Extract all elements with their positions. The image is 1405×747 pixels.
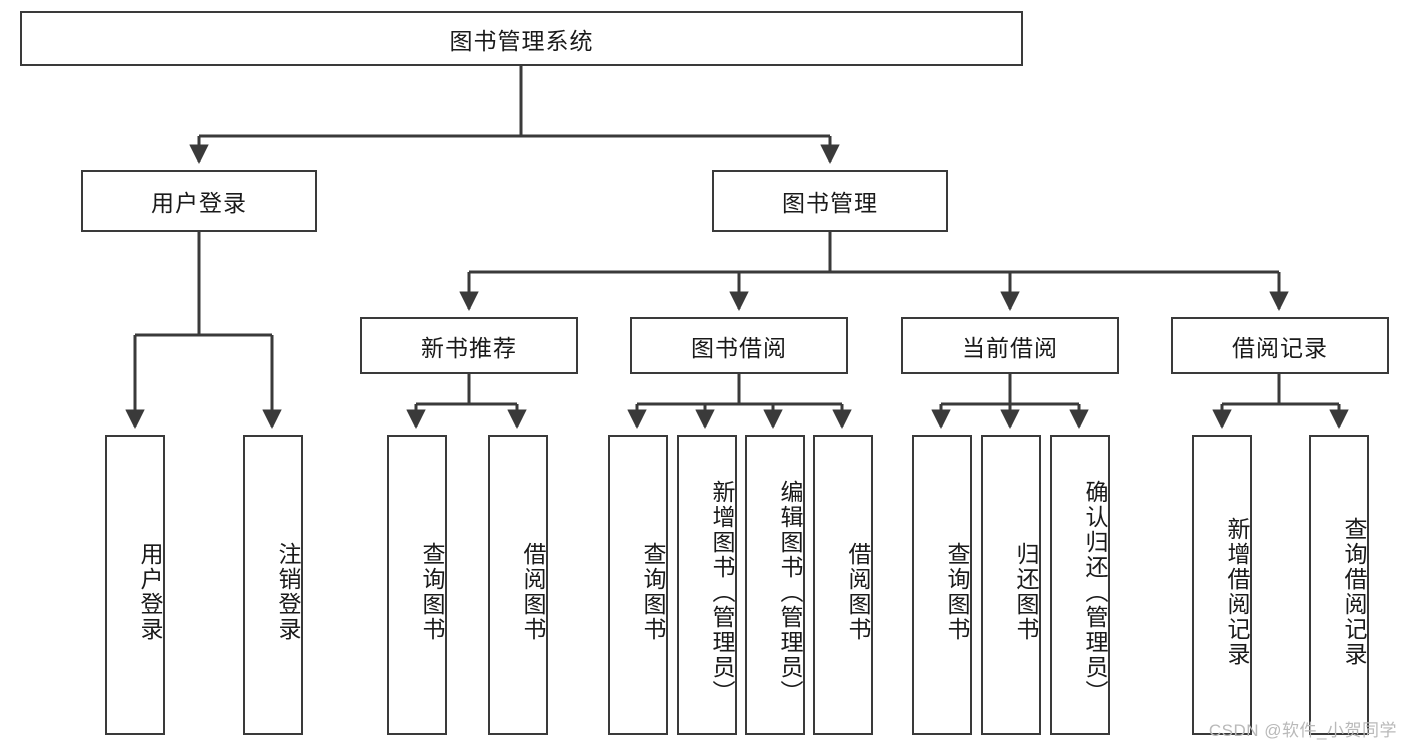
node-leaf-edit-book-admin[interactable]: 编辑图书（管理员） <box>745 435 805 735</box>
node-label: 查询借阅记录 <box>1341 517 1367 667</box>
node-label: 注销登录 <box>275 542 301 642</box>
node-borrow-record[interactable]: 借阅记录 <box>1171 317 1389 374</box>
node-leaf-add-book-admin[interactable]: 新增图书（管理员） <box>677 435 737 735</box>
node-label: 借阅图书 <box>520 542 546 642</box>
node-label: 图书借阅 <box>691 334 787 361</box>
node-label: 图书管理 <box>782 190 878 216</box>
node-label: 图书管理系统 <box>449 27 594 54</box>
node-leaf-confirm-return-admin[interactable]: 确认归还（管理员） <box>1050 435 1110 735</box>
node-label: 查询图书 <box>419 542 445 642</box>
node-label: 借阅图书 <box>845 542 871 642</box>
node-leaf-query-book-borrow[interactable]: 查询图书 <box>608 435 668 735</box>
node-leaf-query-borrow-record[interactable]: 查询借阅记录 <box>1309 435 1369 735</box>
node-label: 用户登录 <box>151 190 247 216</box>
node-new-book-recommend[interactable]: 新书推荐 <box>360 317 578 374</box>
node-leaf-return-book[interactable]: 归还图书 <box>981 435 1041 735</box>
node-label: 用户登录 <box>137 542 163 642</box>
node-label: 新书推荐 <box>421 334 517 361</box>
node-leaf-logout[interactable]: 注销登录 <box>243 435 303 735</box>
node-label: 新增图书（管理员） <box>709 479 735 705</box>
node-book-management[interactable]: 图书管理 <box>712 170 948 232</box>
node-label: 编辑图书（管理员） <box>777 479 803 705</box>
node-user-login[interactable]: 用户登录 <box>81 170 317 232</box>
node-label: 归还图书 <box>1013 542 1039 642</box>
node-current-borrow[interactable]: 当前借阅 <box>901 317 1119 374</box>
node-label: 查询图书 <box>640 542 666 642</box>
node-label: 新增借阅记录 <box>1224 517 1250 667</box>
node-leaf-user-login[interactable]: 用户登录 <box>105 435 165 735</box>
node-label: 借阅记录 <box>1232 334 1328 361</box>
node-leaf-borrow-book-recommend[interactable]: 借阅图书 <box>488 435 548 735</box>
node-leaf-borrow-book[interactable]: 借阅图书 <box>813 435 873 735</box>
watermark: CSDN @软件_小贺同学 <box>1208 721 1397 740</box>
node-label: 当前借阅 <box>962 334 1058 361</box>
node-book-borrow[interactable]: 图书借阅 <box>630 317 848 374</box>
node-leaf-query-book-current[interactable]: 查询图书 <box>912 435 972 735</box>
node-leaf-add-borrow-record[interactable]: 新增借阅记录 <box>1192 435 1252 735</box>
node-label: 查询图书 <box>944 542 970 642</box>
node-root-system[interactable]: 图书管理系统 <box>20 11 1023 66</box>
node-leaf-query-book-recommend[interactable]: 查询图书 <box>387 435 447 735</box>
node-label: 确认归还（管理员） <box>1082 479 1108 705</box>
